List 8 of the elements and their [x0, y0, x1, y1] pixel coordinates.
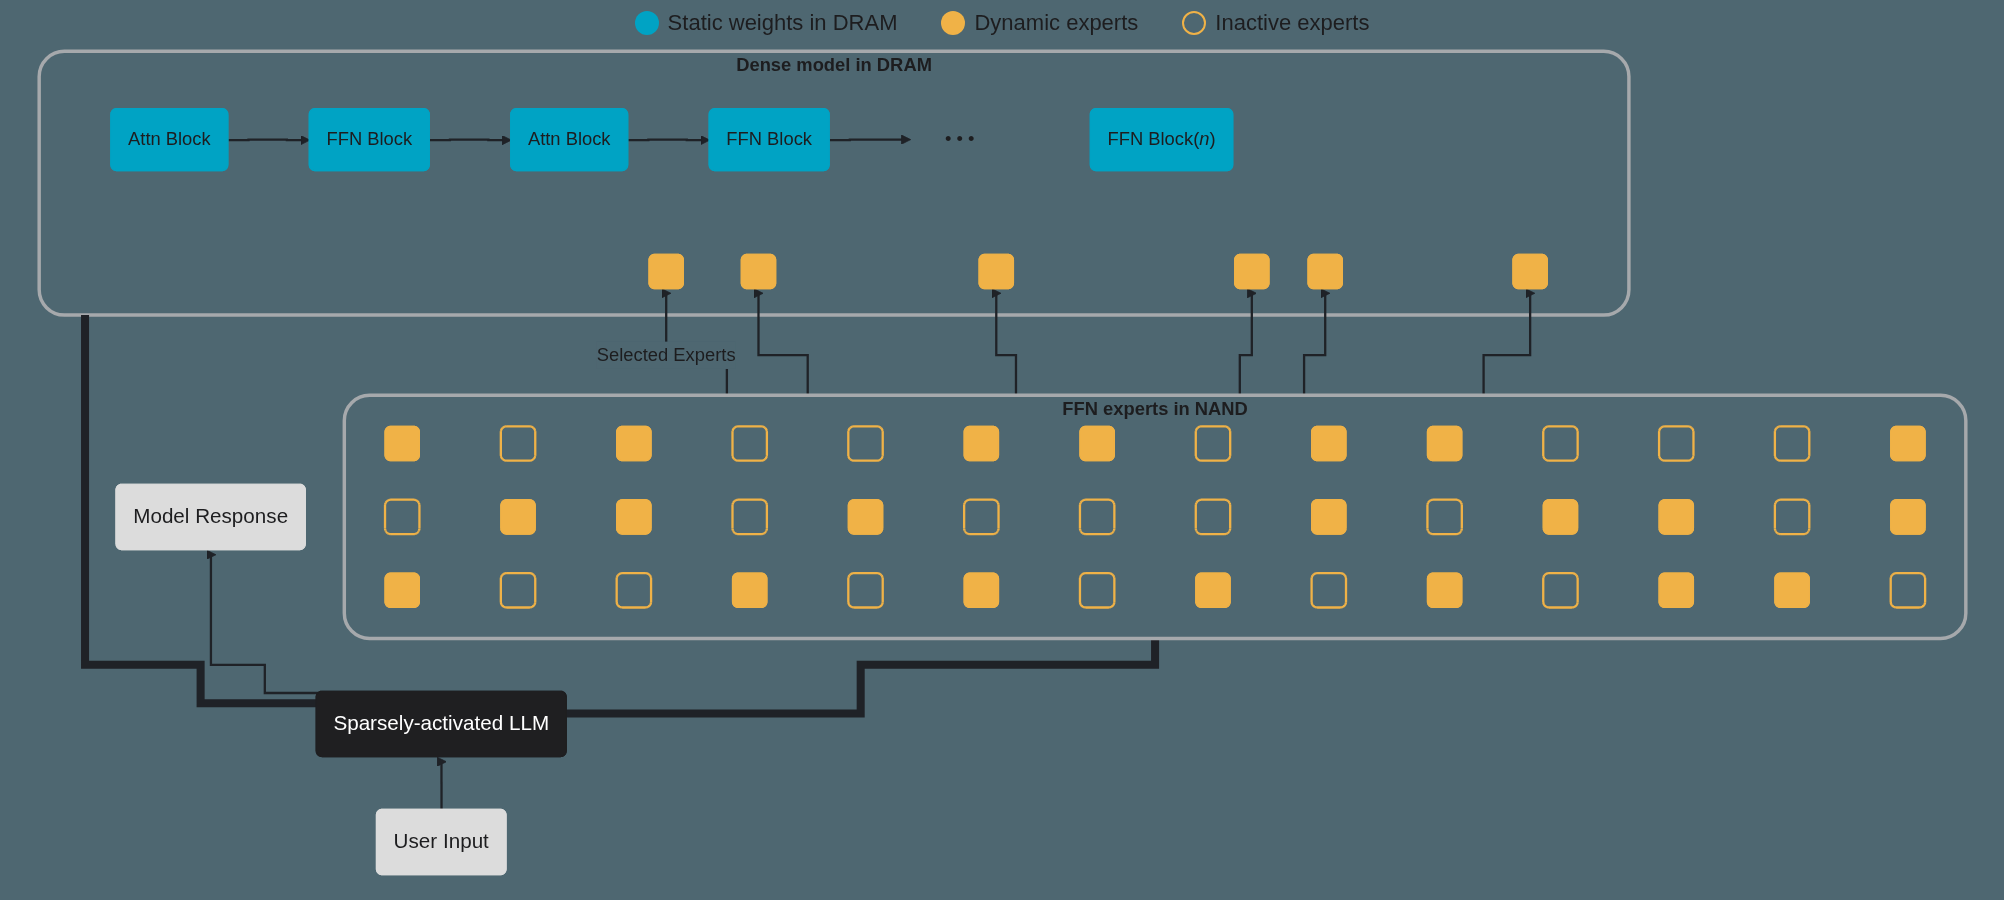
- edge-label: Selected Experts: [596, 344, 736, 365]
- legend-label: Static weights in DRAM: [667, 10, 898, 36]
- cluster: FFN experts in NAND: [342, 393, 1968, 641]
- arrow: [829, 134, 911, 145]
- legend-label: Dynamic experts: [974, 10, 1139, 36]
- legend-label: Inactive experts: [1215, 10, 1370, 36]
- node-text: • • •: [944, 129, 974, 149]
- arrow: [205, 549, 319, 695]
